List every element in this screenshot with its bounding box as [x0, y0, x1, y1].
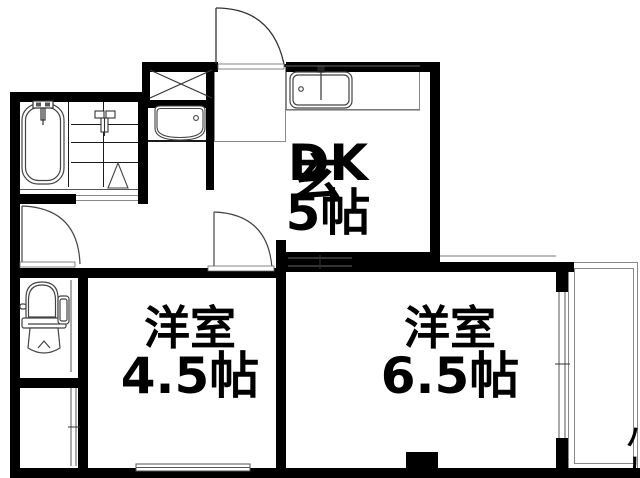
unit-bath-divider [68, 101, 69, 187]
washbasin-counter-edge [148, 140, 206, 142]
wall-bath-right [138, 92, 148, 204]
label-dk-size: 5帖 [285, 184, 371, 242]
entrance-door-sill [218, 64, 286, 67]
wall-room65-top-upper [284, 252, 440, 262]
label-room-4-5-size: 4.5帖 [120, 347, 260, 405]
label-entrance-text: 玄 [290, 150, 343, 210]
wall-room65-top [284, 262, 574, 272]
pillar-room65 [406, 452, 438, 470]
wall-bottom-outer [10, 468, 640, 478]
wall-between-rooms [276, 268, 286, 478]
wall-entrance-right [206, 62, 214, 190]
wall-right-dk [430, 62, 440, 268]
bath-tile-line [71, 142, 139, 143]
label-room-4-5: 洋室 4.5帖 [95, 305, 285, 401]
wall-right-room65-top [556, 262, 568, 292]
wall-room45-top [86, 268, 284, 278]
wall-toilet-storage-divider [10, 378, 86, 388]
wall-left-outer [10, 92, 20, 478]
wall-corridor-bottom-left [10, 268, 86, 278]
entrance-door [215, 7, 285, 70]
unit-bath-outline [16, 98, 142, 190]
label-dk: DK 5帖 [268, 138, 388, 238]
label-storage: 物入 [26, 388, 148, 478]
wall-right-room65-bottom [556, 438, 568, 478]
bath-threshold [74, 195, 140, 201]
wall-room45-left [78, 268, 88, 478]
wall-top-entrance-left [142, 62, 218, 72]
bath-tile-line [71, 162, 139, 163]
wall-shoebox-bottom [148, 100, 214, 108]
label-room-6-5-name: 洋室 [404, 301, 496, 355]
shoe-cabinet-box [148, 68, 214, 104]
wall-bath-bottom-right [140, 194, 148, 204]
toilet-icon [19, 281, 70, 354]
bath-tile-line [103, 101, 104, 187]
kitchen-counter-outline [286, 70, 420, 110]
wall-top-kitchen [286, 62, 440, 72]
wall-entrance-left-upper [142, 62, 150, 108]
washbasin-icon [154, 105, 206, 141]
label-room-4-5-name: 洋室 [144, 301, 236, 355]
balcony-inner-outline [574, 268, 634, 464]
label-room-6-5: 洋室 6.5帖 [355, 305, 545, 401]
wall-dk-room-junction [276, 240, 286, 268]
bath-door [19, 205, 81, 268]
wall-bath-bottom-left [10, 194, 76, 204]
label-balcony: バルコニー [586, 282, 640, 478]
label-dk-name: DK [287, 134, 369, 192]
wall-bath-top [10, 92, 148, 102]
label-balcony-text: バルコニー [621, 422, 640, 478]
label-entrance: 玄 [218, 72, 342, 210]
bath-tile-line [71, 124, 139, 125]
label-room-6-5-size: 6.5帖 [380, 347, 520, 405]
